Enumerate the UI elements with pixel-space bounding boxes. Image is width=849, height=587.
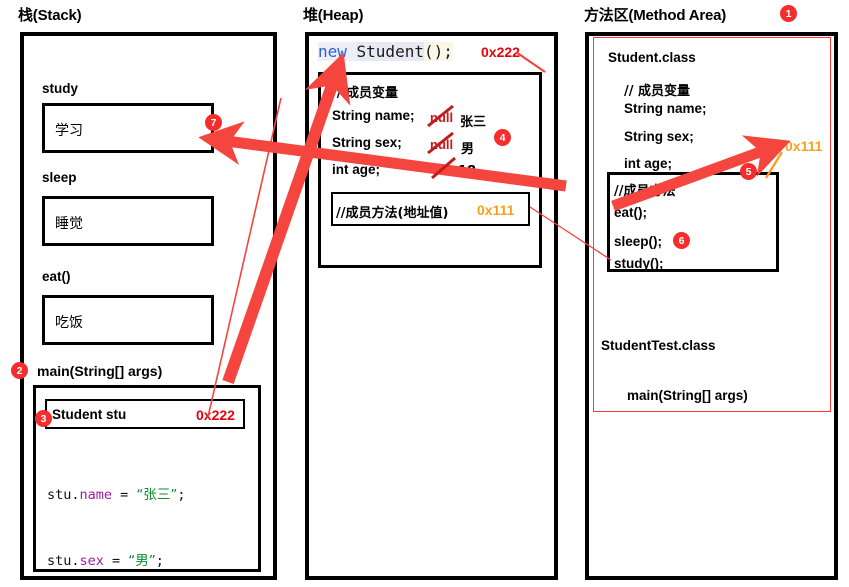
method-area-method-study: study(); xyxy=(614,256,664,271)
method-area-methods-comment: //成员方法 xyxy=(614,184,676,199)
badge-6[interactable]: 6 xyxy=(673,232,690,249)
heap-field-oldvalue-sex: null xyxy=(430,137,454,152)
heap-field-newvalue-sex: 男 xyxy=(461,142,475,157)
badge-5[interactable]: 5 xyxy=(740,163,757,180)
method-area-method-sleep: sleep(); xyxy=(614,234,663,249)
method-area-field-sex: String sex; xyxy=(624,129,694,144)
heap-methods-label: //成员方法(地址值) xyxy=(336,206,449,221)
method-area-test-class-name: StudentTest.class xyxy=(601,338,716,353)
method-area-field-age: int age; xyxy=(624,156,673,171)
heap-call-parens: (); xyxy=(423,42,453,61)
heap-members-comment: // 成员变量 xyxy=(332,86,399,101)
method-area-class-name: Student.class xyxy=(608,50,696,65)
heap-field-decl-name: String name; xyxy=(332,108,415,123)
stack-frame-body-study: 学习 xyxy=(55,123,83,139)
heap-field-oldvalue-age: 0 xyxy=(434,162,442,177)
heap-field-decl-sex: String sex; xyxy=(332,135,402,150)
stack-frame-label-study: study xyxy=(42,81,79,96)
stack-column-title: 栈(Stack) xyxy=(18,7,82,24)
badge-4[interactable]: 4 xyxy=(494,129,511,146)
stack-variable-address: 0x222 xyxy=(196,407,235,423)
stack-frame-box-sleep xyxy=(42,196,214,246)
heap-new-expression: new Student(); xyxy=(318,42,453,61)
stack-frame-body-eat: 吃饭 xyxy=(55,315,83,331)
heap-field-newvalue-age: 18 xyxy=(458,164,477,179)
method-area-test-main-method: main(String[] args) xyxy=(627,388,748,403)
method-area-methods-address: 0x111 xyxy=(785,138,823,154)
method-area-method-eat: eat(); xyxy=(614,205,647,220)
heap-field-oldvalue-name: null xyxy=(430,110,454,125)
badge-3[interactable]: 3 xyxy=(35,410,52,427)
badge-2[interactable]: 2 xyxy=(11,362,28,379)
heap-object-address: 0x222 xyxy=(481,44,520,60)
heap-keyword-new: new xyxy=(318,42,357,61)
badge-1[interactable]: 1 xyxy=(780,5,797,22)
stack-frame-label-eat: eat() xyxy=(42,269,71,284)
stack-frame-label-sleep: sleep xyxy=(42,170,77,185)
stack-frame-box-study xyxy=(42,103,214,153)
badge-7[interactable]: 7 xyxy=(205,114,222,131)
heap-methods-address: 0x111 xyxy=(477,202,515,218)
method-area-field-name: String name; xyxy=(624,101,707,116)
heap-field-decl-age: int age; xyxy=(332,162,381,177)
stack-code-block: stu.name = “张三”; stu.sex = “男”; stu.age … xyxy=(47,440,186,587)
stack-main-frame-label: main(String[] args) xyxy=(37,363,163,379)
stack-code-line-0: stu.name = “张三”; xyxy=(47,487,186,503)
heap-field-newvalue-name: 张三 xyxy=(460,115,487,130)
stack-frame-body-sleep: 睡觉 xyxy=(55,216,83,232)
method-area-members-comment: // 成员变量 xyxy=(624,84,691,99)
stack-variable-declaration: Student stu xyxy=(52,407,127,422)
heap-class-name: Student xyxy=(356,42,424,61)
heap-column-title: 堆(Heap) xyxy=(303,7,364,24)
method-area-column-title: 方法区(Method Area) xyxy=(584,7,727,24)
stack-code-line-1: stu.sex = “男”; xyxy=(47,553,164,569)
